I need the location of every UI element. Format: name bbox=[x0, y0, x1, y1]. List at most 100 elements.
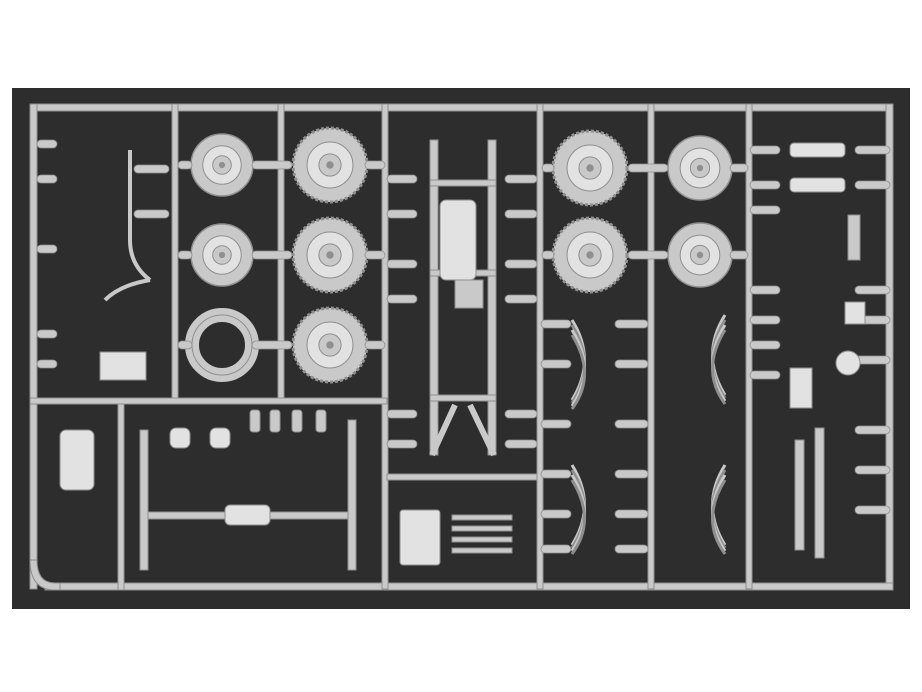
sprue-gate bbox=[504, 209, 538, 219]
battery-box bbox=[99, 351, 147, 381]
sprue-gate bbox=[36, 174, 58, 184]
fender-part bbox=[169, 427, 191, 449]
sprue-runner-left bbox=[29, 103, 38, 590]
chassis-crossmember bbox=[429, 394, 497, 402]
wheel-center bbox=[586, 164, 594, 172]
sprue-gate bbox=[386, 439, 418, 449]
sprue-runner-corner bbox=[29, 559, 61, 591]
sprue-gate bbox=[614, 319, 649, 329]
sprue-gate bbox=[614, 419, 649, 429]
small-knob bbox=[315, 409, 327, 433]
sprue-gate bbox=[177, 160, 193, 170]
sprue-gate bbox=[36, 329, 58, 339]
sprue-runner-divider bbox=[117, 399, 125, 591]
sprue-gate bbox=[36, 139, 58, 149]
sprue-gate bbox=[364, 340, 386, 350]
sprue-runner-middle bbox=[29, 397, 388, 405]
lever-part bbox=[847, 214, 861, 261]
wheel-center bbox=[326, 251, 334, 259]
sprue-gate bbox=[627, 250, 669, 260]
wheel-center bbox=[696, 251, 704, 259]
bumper-part bbox=[789, 142, 846, 158]
sprue-gate bbox=[504, 259, 538, 269]
leaf-spring bbox=[711, 329, 727, 405]
sprue-gate bbox=[133, 209, 170, 219]
sprue-gate bbox=[177, 340, 193, 350]
sprue-gate bbox=[540, 359, 572, 369]
small-knob bbox=[249, 409, 261, 433]
sprue-gate bbox=[749, 285, 781, 295]
bracket-part bbox=[844, 301, 866, 325]
sprue-parts bbox=[36, 126, 891, 571]
sprue-gate bbox=[749, 180, 781, 190]
sprue-gate bbox=[854, 285, 891, 295]
sprue-gate bbox=[540, 469, 572, 479]
sprue-gate bbox=[133, 164, 170, 174]
wheel-center bbox=[326, 341, 334, 349]
sprue-gate bbox=[854, 425, 891, 435]
engine-block bbox=[439, 199, 477, 281]
sprue-gate bbox=[251, 340, 293, 350]
sprue-gate bbox=[540, 419, 572, 429]
sprue-gate bbox=[540, 544, 572, 554]
sprue-gate bbox=[504, 174, 538, 184]
sprue-runner-right bbox=[885, 103, 894, 590]
sprue-gate bbox=[614, 544, 649, 554]
exhaust-pipe bbox=[103, 150, 152, 302]
fender-part bbox=[209, 427, 231, 449]
sprue-gate bbox=[729, 250, 749, 260]
sprue-gate bbox=[386, 409, 418, 419]
sprue-gate bbox=[504, 409, 538, 419]
sprue-gate bbox=[541, 250, 555, 260]
sprue-gate bbox=[749, 205, 781, 215]
sprue-gate bbox=[749, 340, 781, 350]
sprue-gate bbox=[749, 145, 781, 155]
pulley-part bbox=[835, 350, 861, 376]
gearbox bbox=[454, 279, 484, 309]
chassis-rail-right bbox=[487, 139, 497, 456]
sprue-gate bbox=[177, 250, 193, 260]
sprue-gate bbox=[854, 505, 891, 515]
sprue-gate bbox=[854, 180, 891, 190]
seat-part bbox=[59, 429, 95, 491]
sprue-gate bbox=[614, 509, 649, 519]
bumper-part bbox=[789, 177, 846, 193]
long-rod bbox=[794, 439, 805, 551]
small-knob bbox=[291, 409, 303, 433]
wheel-center bbox=[326, 161, 334, 169]
chassis-crossmember bbox=[429, 179, 497, 187]
sprue-gate bbox=[251, 250, 293, 260]
sprue-runner-divider bbox=[171, 103, 179, 405]
sprue-gate bbox=[614, 469, 649, 479]
leaf-spring bbox=[570, 334, 586, 410]
sprue-gate bbox=[854, 465, 891, 475]
sprue-runner-divider bbox=[536, 103, 544, 590]
bracket-part bbox=[789, 367, 813, 409]
long-rod bbox=[814, 427, 825, 559]
radiator-bar bbox=[451, 547, 513, 554]
sprue-gate bbox=[541, 163, 555, 173]
sprue-gate bbox=[627, 163, 669, 173]
sprue-gate bbox=[36, 244, 58, 254]
leaf-spring bbox=[570, 479, 586, 555]
small-knob bbox=[269, 409, 281, 433]
sprue-gate bbox=[364, 160, 386, 170]
sprue-gate bbox=[386, 294, 418, 304]
wheel-center bbox=[696, 164, 704, 172]
sprue-gate bbox=[614, 359, 649, 369]
sprue-runner-middle bbox=[386, 473, 538, 481]
sprue-gate bbox=[386, 174, 418, 184]
radiator-bar bbox=[451, 536, 513, 543]
sprue-runner-bottom bbox=[44, 582, 894, 591]
sprue-gate bbox=[504, 294, 538, 304]
sprue-runner-top bbox=[29, 103, 894, 112]
sprue-gate bbox=[386, 209, 418, 219]
axle-shaft-left bbox=[139, 429, 149, 571]
wheel-center bbox=[586, 251, 594, 259]
sprue-gate bbox=[504, 439, 538, 449]
sprue-runner-divider bbox=[647, 103, 655, 590]
sprue-gate bbox=[540, 509, 572, 519]
sprue-gate bbox=[749, 370, 781, 380]
axle-shaft-right bbox=[347, 419, 357, 571]
